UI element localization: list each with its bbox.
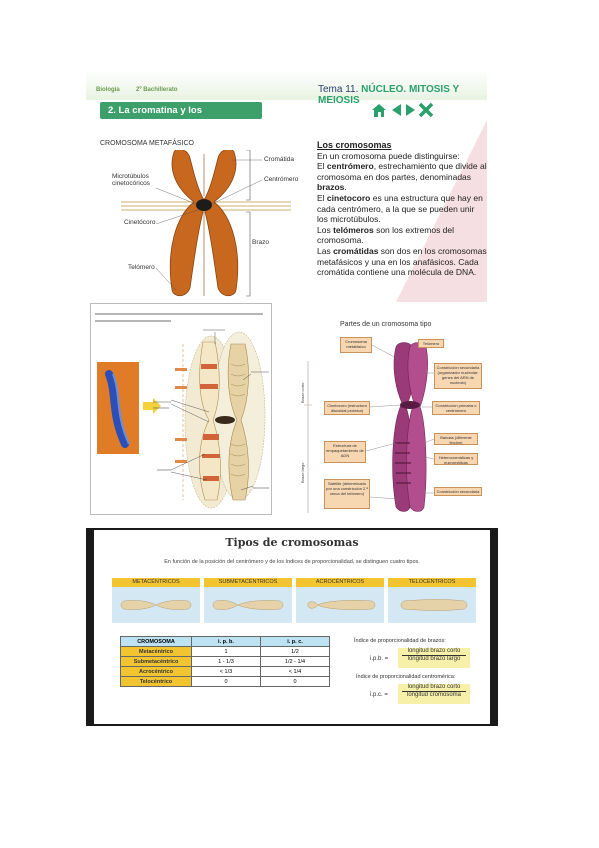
table-cell: Telocéntrico: [120, 676, 192, 687]
label-cromatida: Cromátida: [264, 156, 294, 163]
table-cell: < 1/4: [260, 666, 330, 677]
table-row: Acrocéntrico < 1/3 < 1/4: [120, 666, 330, 677]
box-telomero: Telómero: [418, 339, 444, 348]
ipb-lhs: i.p.b. =: [370, 656, 389, 662]
indices-table: CROMOSOMA i. p. b. i. p. c. Metacéntrico…: [120, 636, 330, 687]
table-cell: 1 - 1/3: [191, 656, 261, 667]
type-header-metacentricos: METACÉNTRICOS: [112, 578, 200, 587]
table-cell: Acrocéntrico: [120, 666, 192, 677]
cromosomas-text: Los cromosomas En un cromosoma puede dis…: [317, 140, 487, 278]
chromosome-illustration-panel: [90, 303, 272, 515]
tipos-cromosomas-panel: Tipos de cromosomas En función de la pos…: [86, 528, 498, 726]
box-constriccion-secundaria: Constricción secundaria: [434, 487, 482, 496]
tipos-intro: En función de la posición del centrómero…: [164, 559, 420, 565]
tipos-title: Tipos de cromosomas: [225, 536, 359, 549]
table-cell: 0: [260, 676, 330, 687]
box-cromosoma-metafasico: Cromosoma metafásico: [340, 337, 372, 353]
type-image-metacentrico: [112, 587, 200, 623]
course-label: 2º Bachillerato: [136, 87, 178, 93]
box-constriccion-secundaria-org: Constricción secundaria (organizador nuc…: [434, 363, 482, 389]
label-centromero: Centrómero: [264, 176, 299, 183]
table-row: Submetacéntrico 1 - 1/3 1/2 - 1/4: [120, 656, 330, 667]
box-satelite: Satélite (determinado por una constricci…: [324, 479, 370, 509]
tipos-inner: Tipos de cromosomas En función de la pos…: [94, 530, 490, 724]
table-header-row: CROMOSOMA i. p. b. i. p. c.: [120, 636, 330, 647]
subject-label: Biología: [96, 87, 120, 93]
pink-background: [396, 120, 487, 302]
tema-title: Tema 11. NÚCLEO. MITOSIS Y MEIOSIS: [318, 84, 459, 106]
table-header-cell: CROMOSOMA: [120, 636, 192, 647]
close-icon[interactable]: [418, 102, 434, 118]
arm-label-short: Brazo corto: [300, 382, 305, 403]
type-header-submetacentricos: SUBMETACÉNTRICOS: [204, 578, 292, 587]
partes-cromosoma-panel: Partes de un cromosoma tipo Brazo corto …: [274, 303, 486, 515]
arm-label-long: Brazo largo: [300, 462, 305, 483]
box-constriccion-primaria: Constricción primaria o centrómero: [432, 401, 480, 415]
diagram-title: CROMOSOMA METAFÁSICO: [100, 140, 194, 147]
table-header-cell: i. p. b.: [191, 636, 261, 647]
ipb-title: Índice de proporcionalidad de brazos:: [354, 638, 446, 644]
chromosome-illustration: [95, 313, 269, 509]
ipc-title: Índice de proporcionalidad centromérica:: [356, 674, 456, 680]
label-telomero: Telómero: [128, 264, 155, 271]
section-title: 2. La cromatina y los cromosomas: [100, 102, 262, 133]
table-cell: Submetacéntrico: [120, 656, 192, 667]
prev-arrow-icon[interactable]: [392, 104, 401, 116]
ipb-numerator: longitud brazo corto: [407, 648, 461, 654]
type-image-acrocentrico: [296, 587, 384, 623]
ipc-numerator: longitud brazo corto: [407, 684, 461, 690]
cromatina-panel: Biología 2º Bachillerato Tema 11. NÚCLEO…: [86, 70, 487, 302]
table-cell: 1/2: [260, 646, 330, 657]
ipc-denominator: longitud cromosoma: [402, 691, 466, 699]
ipc-lhs: i.p.c. =: [370, 692, 388, 698]
box-empaquetamiento: Estructura de empaquetamiento de ADN: [324, 441, 366, 463]
partes-title: Partes de un cromosoma tipo: [340, 321, 432, 328]
label-cinetocoro: Cinetócoro: [124, 219, 156, 226]
type-image-telocentrico: [388, 587, 476, 623]
type-header-telocentricos: TELOCÉNTRICOS: [388, 578, 476, 587]
header-bar: [86, 70, 487, 100]
table-cell: < 1/3: [191, 666, 261, 677]
table-cell: 1/2 - 1/4: [260, 656, 330, 667]
type-header-acrocentricos: ACROCÉNTRICOS: [296, 578, 384, 587]
box-heterocromaticas: Heterocromáticas y eucromáticas: [434, 453, 478, 465]
type-image-submetacentrico: [204, 587, 292, 623]
table-row: Telocéntrico 0 0: [120, 676, 330, 687]
ipb-denominator: longitud brazo largo: [402, 655, 466, 663]
label-brazo: Brazo: [252, 239, 269, 246]
table-cell: 1: [191, 646, 261, 657]
home-icon[interactable]: [372, 104, 386, 117]
next-arrow-icon[interactable]: [406, 104, 415, 116]
ipc-fraction: longitud brazo corto longitud cromosoma: [398, 684, 470, 704]
table-row: Metacéntrico 1 1/2: [120, 646, 330, 657]
table-header-cell: i. p. c.: [260, 636, 330, 647]
chromosome-parts-diagram: [304, 342, 435, 513]
metaphase-chromosome-diagram: [121, 150, 291, 297]
box-bandas: Bandas (diferente tinción): [434, 433, 478, 445]
table-cell: 0: [191, 676, 261, 687]
nav-icons: [372, 102, 434, 118]
ipb-fraction: longitud brazo corto longitud brazo larg…: [398, 648, 470, 668]
box-cinetocoro: Cinetocoro (estructura discoidal proteic…: [324, 401, 370, 415]
table-cell: Metacéntrico: [120, 646, 192, 657]
